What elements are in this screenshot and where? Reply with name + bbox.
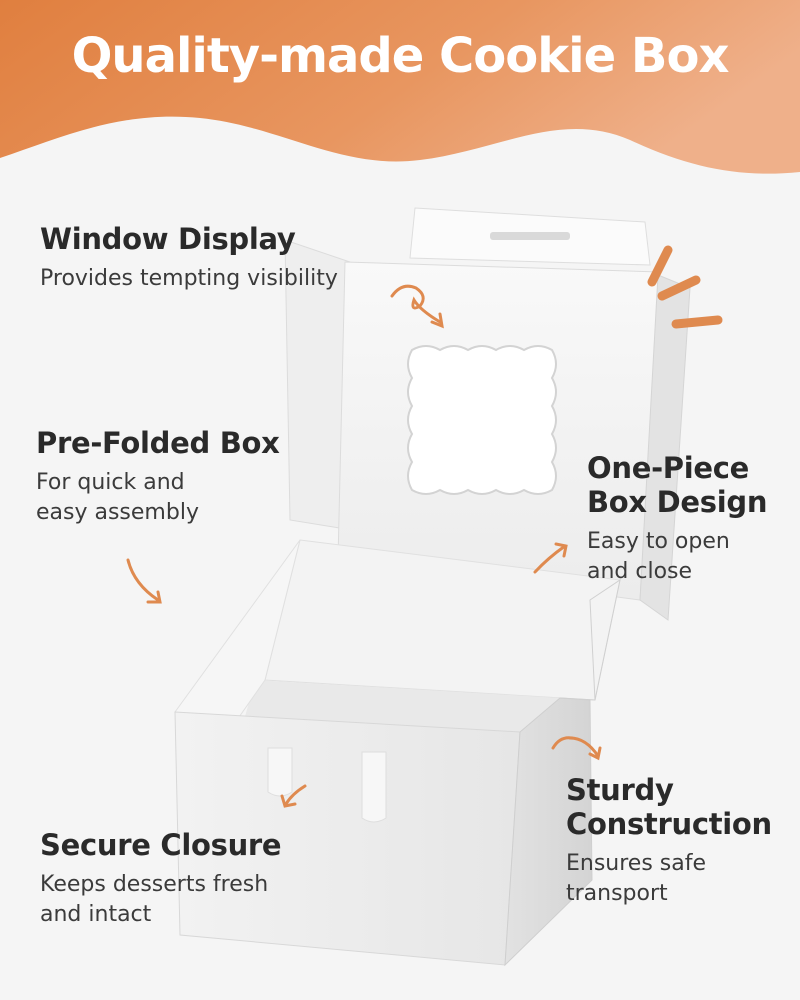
feature-title: Pre-Folded Box (36, 426, 280, 460)
header-wave-background (0, 0, 800, 174)
scalloped-window (407, 345, 557, 495)
feature-title: Sturdy Construction (566, 773, 772, 841)
lid-slot (490, 232, 570, 240)
feature-secure-closure: Secure Closure Keeps desserts fresh and … (40, 828, 360, 930)
tuck-tab-right (361, 751, 387, 823)
page-title: Quality-made Cookie Box (71, 28, 730, 84)
box-right-wall (504, 697, 593, 967)
feature-one-piece-design: One-Piece Box Design Easy to open and cl… (587, 451, 797, 587)
feature-description: For quick and easy assembly (36, 470, 199, 525)
feature-sturdy-construction: Sturdy Construction Ensures safe transpo… (566, 773, 796, 909)
feature-description: Easy to open and close (587, 529, 730, 584)
tuck-tab-left (267, 747, 293, 797)
feature-title: One-Piece Box Design (587, 451, 768, 519)
feature-title: Secure Closure (40, 828, 282, 862)
feature-description: Ensures safe transport (566, 851, 707, 906)
curved-arrow-icon (126, 284, 602, 808)
sparkle-accent-icon (647, 245, 723, 329)
feature-description: Keeps desserts fresh and intact (40, 872, 269, 927)
feature-description: Provides tempting visibility (40, 266, 338, 291)
feature-title: Window Display (40, 222, 296, 256)
feature-window-display: Window Display Provides tempting visibil… (40, 222, 420, 294)
feature-pre-folded-box: Pre-Folded Box For quick and easy assemb… (36, 426, 336, 528)
